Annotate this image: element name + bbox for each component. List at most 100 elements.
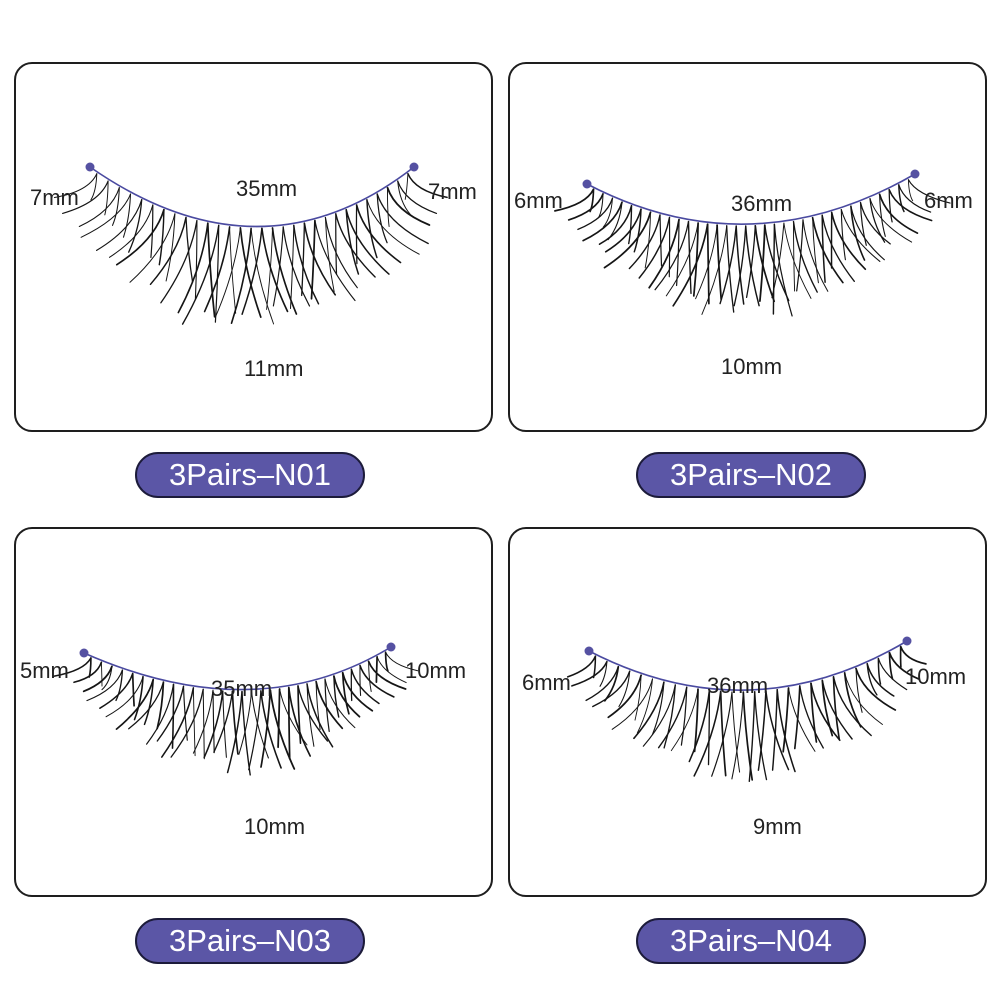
lash-strand: [731, 691, 744, 780]
lash-card-n02: 6mm 36mm 6mm 10mm: [508, 62, 987, 432]
lash-strand: [104, 180, 109, 216]
lash-strand: [279, 688, 308, 746]
band-width-label: 35mm: [236, 176, 298, 201]
lash-strand: [203, 226, 231, 313]
lash-strand: [341, 671, 350, 715]
lash-strand: [387, 187, 390, 227]
lash-strand: [859, 201, 867, 246]
lash-strand: [888, 651, 921, 681]
lash-strand: [306, 683, 315, 747]
lash-strand: [692, 222, 699, 297]
lash-strand: [222, 690, 227, 758]
right-length-label: 6mm: [924, 188, 973, 213]
lash-strand: [855, 667, 863, 713]
lash-strand: [203, 690, 224, 759]
lash-strand: [888, 189, 893, 223]
lash-strand: [241, 227, 263, 315]
lash-strand: [177, 222, 209, 314]
lash-strand: [759, 224, 766, 302]
lash-strand: [192, 689, 214, 754]
lash-strand: [277, 688, 281, 749]
lash-strand: [133, 675, 144, 721]
lash-strand: [648, 218, 680, 289]
right-length-label: 10mm: [405, 658, 467, 683]
lash-strand: [907, 179, 914, 202]
lash-strand: [182, 685, 188, 741]
max-length-label: 11mm: [244, 356, 304, 381]
lash-strand: [335, 213, 338, 275]
lash-strand: [716, 224, 723, 301]
product-label-badge-n01: 3Pairs–N01: [135, 452, 365, 498]
lash-strand: [657, 686, 688, 749]
lash-strand: [888, 188, 933, 222]
lash-strand: [366, 199, 420, 255]
lash-strand: [78, 187, 120, 228]
lash-strand: [165, 213, 176, 282]
lash-strand: [287, 686, 312, 757]
lash-strand: [324, 217, 335, 293]
lash-strand: [844, 672, 883, 725]
lash-strand: [879, 193, 886, 237]
lash-strand: [633, 681, 665, 740]
lash-strand: [160, 219, 198, 304]
lash-strand: [194, 220, 198, 300]
lash-strand: [376, 656, 407, 684]
lash-strand: [799, 685, 824, 749]
band-width-label: 36mm: [707, 673, 769, 698]
lash-strand: [628, 214, 661, 270]
lash-strand: [636, 678, 653, 734]
band-width-label: 35mm: [211, 676, 273, 701]
lash-strand: [272, 226, 284, 307]
lash-strand: [810, 682, 818, 743]
lash-strand: [754, 224, 776, 303]
lash-strand: [810, 682, 841, 742]
lash-strand: [735, 225, 745, 305]
lash-strand: [754, 691, 768, 781]
lash-strand: [202, 688, 205, 760]
lash-strand: [397, 180, 438, 214]
lash-strand: [96, 199, 143, 251]
lash-strand: [711, 691, 733, 777]
lash-strand: [859, 201, 891, 245]
lash-strand: [821, 679, 853, 740]
lash-strand: [651, 681, 665, 736]
lash-strand: [571, 660, 608, 687]
lash-strand: [782, 687, 790, 753]
lash-strand: [231, 690, 239, 755]
lash-band-measure-line: [588, 640, 908, 691]
lash-strand: [214, 224, 220, 323]
lash-strand: [748, 691, 756, 782]
lash-strand: [170, 688, 204, 758]
lash-strand: [226, 690, 243, 774]
lash-strand: [129, 213, 176, 283]
lash-strand: [261, 227, 289, 313]
lash-strand: [100, 661, 103, 687]
lash-strand: [111, 187, 120, 226]
lash-strand: [866, 662, 895, 697]
product-label-badge-n04: 3Pairs–N04: [636, 918, 866, 964]
left-length-label: 7mm: [30, 185, 79, 210]
lash-strand: [899, 645, 927, 665]
lash-strand: [898, 184, 905, 213]
lash-strand: [607, 674, 642, 719]
measure-endpoint-left: [79, 648, 89, 658]
lash-strand: [306, 683, 334, 748]
lash-strand: [687, 220, 692, 295]
lash-strand: [582, 201, 623, 242]
product-label-badge-n03: 3Pairs–N03: [135, 918, 365, 964]
lash-strand: [869, 197, 886, 243]
lash-strand: [707, 689, 711, 766]
right-length-label: 10mm: [905, 664, 967, 689]
lash-strand: [293, 224, 320, 305]
lash-strand: [333, 675, 361, 718]
lash-strand: [238, 690, 253, 755]
lash-strand: [793, 685, 801, 750]
lash-strand: [397, 180, 411, 215]
lash-strand: [771, 222, 785, 299]
lash-strand: [644, 211, 651, 269]
lash-strand: [359, 664, 362, 697]
lash-strand: [324, 678, 330, 733]
lash-strand: [554, 188, 595, 212]
lash-strand: [384, 651, 389, 672]
lash-strand: [855, 667, 897, 711]
